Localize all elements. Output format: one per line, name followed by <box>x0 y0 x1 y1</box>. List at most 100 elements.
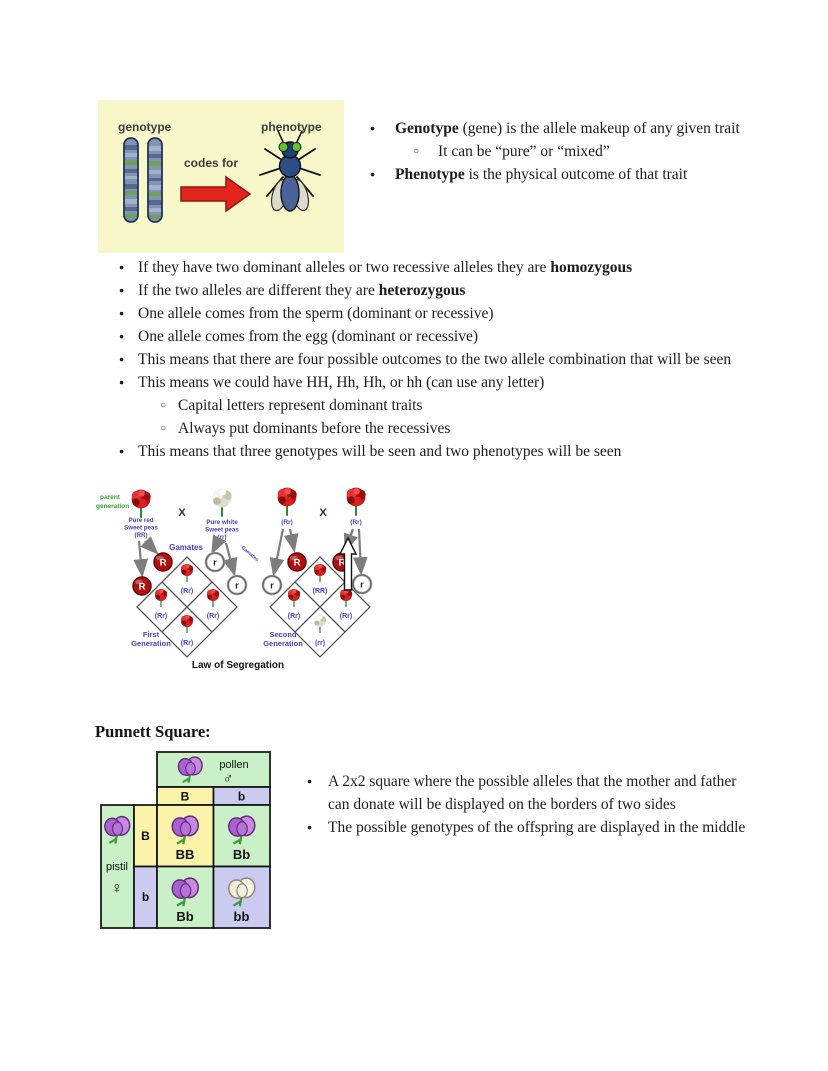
pollen-label: pollen <box>219 759 248 771</box>
punnett-diamond-first-gen <box>136 556 238 658</box>
col-allele-b-label: b <box>238 790 245 804</box>
row-allele-b-label: b <box>142 890 149 904</box>
up-arrow-icon <box>338 536 358 591</box>
svg-text:(Rr): (Rr) <box>181 640 193 647</box>
red-flower-parent-Rr-left <box>276 486 298 517</box>
heterozygous-text: If the two alleles are different they ar… <box>138 282 379 299</box>
dominants-first-text: Always put dominants before the recessiv… <box>178 420 451 437</box>
bullet-three-genotypes: This means that three genotypes will be … <box>119 440 739 463</box>
punnett-square-figure: pollen ♂ B b pistil ♀ B b BB Bb Bb bb <box>100 751 272 929</box>
homozygous-text: If they have two dominant alleles or two… <box>138 259 551 276</box>
gamete-circles: R R r r R R r r <box>132 551 373 596</box>
homozygous-term: homozygous <box>550 259 633 276</box>
bullet-homozygous: If they have two dominant alleles or two… <box>119 256 739 279</box>
bullet-phenotype-definition: Phenotype is the physical outcome of tha… <box>368 163 758 186</box>
svg-text:r: r <box>235 581 239 592</box>
parent-flower-labels: Pure red Sweet peas (RR) Pure white Swee… <box>124 517 362 541</box>
three-genotypes-text: This means that three genotypes will be … <box>138 443 622 460</box>
bullet-offspring-genotypes: The possible genotypes of the offspring … <box>305 816 755 839</box>
punnett-grid-cells <box>100 751 271 929</box>
bullet-letter-combos: This means we could have HH, Hh, Hh, or … <box>119 371 739 394</box>
svg-text:R: R <box>139 582 146 593</box>
svg-text:Generation: Generation <box>263 639 303 648</box>
generation-labels: First Generation Second Generation <box>131 630 303 648</box>
offspring-genotype-labels: (Rr) (Rr) (Rr) (Rr) (RR) (Rr) (Rr) (rr) <box>155 588 352 647</box>
figure-background <box>98 100 344 253</box>
bullet-egg-allele: One allele comes from the egg (dominant … <box>119 325 739 348</box>
svg-text:(Rr): (Rr) <box>340 613 352 620</box>
white-flower-parent-rr <box>211 487 233 518</box>
law-of-segregation-svg: parent generation X X Pure red Sweet pea… <box>96 486 373 671</box>
capital-letters-text: Capital letters represent dominant trait… <box>178 397 423 414</box>
phenotype-label: phenotype <box>261 120 322 134</box>
svg-text:(Rr): (Rr) <box>181 588 193 595</box>
red-arrow-icon <box>180 175 252 213</box>
punnett-text: pollen ♂ B b pistil ♀ B b BB Bb Bb bb <box>106 759 250 924</box>
codes-for-label: codes for <box>184 156 238 170</box>
svg-text:parent: parent <box>100 494 121 501</box>
svg-text:Second: Second <box>269 630 297 639</box>
fly-icon <box>259 130 321 212</box>
genotype-definition-list: Genotype (gene) is the allele makeup of … <box>368 117 758 186</box>
offspring-genotypes-text: The possible genotypes of the offspring … <box>328 819 746 836</box>
col-allele-B-label: B <box>181 790 190 804</box>
svg-text:Sweet peas: Sweet peas <box>205 527 239 534</box>
bullet-four-outcomes: This means that there are four possible … <box>119 348 739 371</box>
genotype-phenotype-svg: genotype phenotype codes for <box>98 100 344 253</box>
svg-text:Generation: Generation <box>131 639 171 648</box>
law-of-segregation-figure: parent generation X X Pure red Sweet pea… <box>95 486 395 672</box>
genotype-phenotype-figure: genotype phenotype codes for <box>98 100 344 253</box>
phenotype-term: Phenotype <box>395 166 465 183</box>
svg-text:R: R <box>339 558 346 569</box>
bullet-heterozygous: If the two alleles are different they ar… <box>119 279 739 302</box>
genotype-term: Genotype <box>395 120 459 137</box>
alleles-notes-list: If they have two dominant alleles or two… <box>119 256 739 463</box>
cell-Bb-top-label: Bb <box>233 847 250 862</box>
genotype-definition-text: (gene) is the allele makeup of any given… <box>458 120 740 137</box>
heterozygous-term: heterozygous <box>378 282 466 299</box>
bullet-genotype-definition: Genotype (gene) is the allele makeup of … <box>368 117 758 140</box>
cell-Bb-bottom-label: Bb <box>176 909 193 924</box>
svg-text:(Rr): (Rr) <box>207 613 219 620</box>
bullet-sperm-allele: One allele comes from the sperm (dominan… <box>119 302 739 325</box>
punnett-square-heading: Punnett Square: <box>95 722 211 741</box>
svg-text:r: r <box>360 580 364 591</box>
parent-generation-label: parent generation <box>96 494 129 510</box>
egg-allele-text: One allele comes from the egg (dominant … <box>138 328 479 345</box>
phenotype-definition-text: is the physical outcome of that trait <box>464 166 688 183</box>
bullet-2x2-square: A 2x2 square where the possible alleles … <box>305 770 755 816</box>
pollen-header-cell <box>156 751 271 788</box>
cross-symbol-2: X <box>319 507 327 519</box>
svg-text:(rr): (rr) <box>218 534 227 541</box>
female-symbol: ♀ <box>111 880 123 897</box>
bullet-dominants-first: Always put dominants before the recessiv… <box>119 417 739 440</box>
2x2-square-text: A 2x2 square where the possible alleles … <box>328 773 737 813</box>
punnett-square-svg: pollen ♂ B b pistil ♀ B b BB Bb Bb bb <box>100 751 271 929</box>
four-outcomes-text: This means that there are four possible … <box>138 351 732 368</box>
segregation-caption: Law of Segregation <box>192 660 284 671</box>
svg-text:r: r <box>213 558 217 569</box>
svg-text:Pure red: Pure red <box>128 517 153 524</box>
pure-or-mixed-text: It can be “pure” or “mixed” <box>438 143 610 160</box>
svg-text:(RR): (RR) <box>313 588 328 595</box>
cell-BB-label: BB <box>176 847 195 862</box>
svg-text:(RR): (RR) <box>134 532 147 539</box>
red-flower-parent-RR <box>130 488 152 519</box>
cell-bb-label: bb <box>234 909 250 924</box>
sperm-allele-text: One allele comes from the sperm (dominan… <box>138 305 494 322</box>
letter-combos-text: This means we could have HH, Hh, Hh, or … <box>138 374 545 391</box>
svg-text:r: r <box>270 581 274 592</box>
red-flower-parent-Rr-right <box>345 486 367 517</box>
svg-text:(Rr): (Rr) <box>350 519 362 526</box>
bullet-capital-letters: Capital letters represent dominant trait… <box>119 394 739 417</box>
bullet-pure-or-mixed: It can be “pure” or “mixed” <box>368 140 758 163</box>
svg-text:First: First <box>143 630 160 639</box>
svg-text:generation: generation <box>96 503 129 510</box>
gametes-small-label: Gamates <box>240 545 260 563</box>
svg-text:R: R <box>160 558 167 569</box>
punnett-notes-list: A 2x2 square where the possible alleles … <box>305 770 755 839</box>
row-allele-B-label: B <box>141 829 150 843</box>
genotype-label: genotype <box>118 120 172 134</box>
svg-text:R: R <box>294 558 301 569</box>
